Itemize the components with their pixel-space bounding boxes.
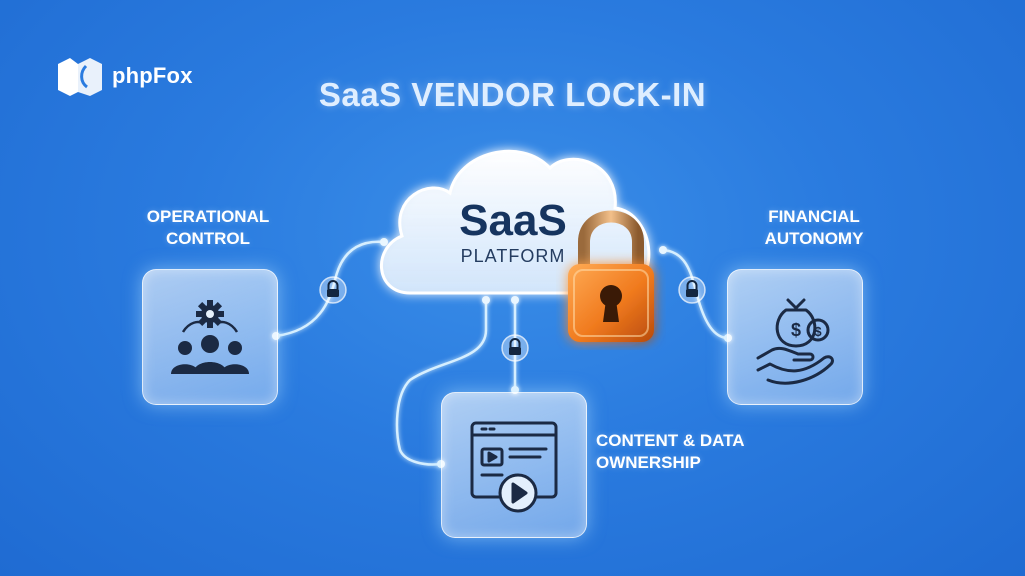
lock-badge-operational-icon xyxy=(319,276,347,304)
content-data-ownership-label: CONTENT & DATA OWNERSHIP xyxy=(596,430,745,474)
svg-text:$: $ xyxy=(814,324,822,339)
operational-control-label: OPERATIONAL CONTROL xyxy=(120,206,296,250)
media-browser-icon xyxy=(470,421,558,513)
lock-badge-financial-icon xyxy=(678,276,706,304)
padlock-icon xyxy=(568,210,654,342)
label-line: OPERATIONAL xyxy=(146,207,270,226)
brand-logo[interactable]: phpFox xyxy=(56,56,193,96)
connector-financial xyxy=(661,248,730,340)
svg-text:$: $ xyxy=(791,320,801,340)
cloud-title: SaaS xyxy=(459,196,567,245)
label-line: CONTROL xyxy=(165,229,251,248)
label-line: FINANCIAL xyxy=(768,207,860,226)
operational-control-card[interactable] xyxy=(142,269,278,405)
label-line: OWNERSHIP xyxy=(596,453,701,472)
page-title: SaaS VENDOR LOCK-IN xyxy=(318,76,707,113)
cloud-subtitle: PLATFORM xyxy=(460,246,566,266)
connector-operational xyxy=(274,240,386,338)
phpfox-logo-icon xyxy=(58,58,102,96)
label-line: AUTONOMY xyxy=(764,229,864,248)
lock-badge-content-icon xyxy=(501,334,529,362)
connector-content-left xyxy=(395,298,488,466)
team-gear-icon xyxy=(171,300,249,374)
financial-autonomy-card[interactable]: $ $ xyxy=(727,269,863,405)
label-line: CONTENT & DATA xyxy=(596,431,745,450)
content-data-ownership-card[interactable] xyxy=(441,392,587,538)
financial-autonomy-label: FINANCIAL AUTONOMY xyxy=(740,206,888,250)
brand-name: phpFox xyxy=(112,63,193,88)
hand-money-icon: $ $ xyxy=(756,298,834,385)
